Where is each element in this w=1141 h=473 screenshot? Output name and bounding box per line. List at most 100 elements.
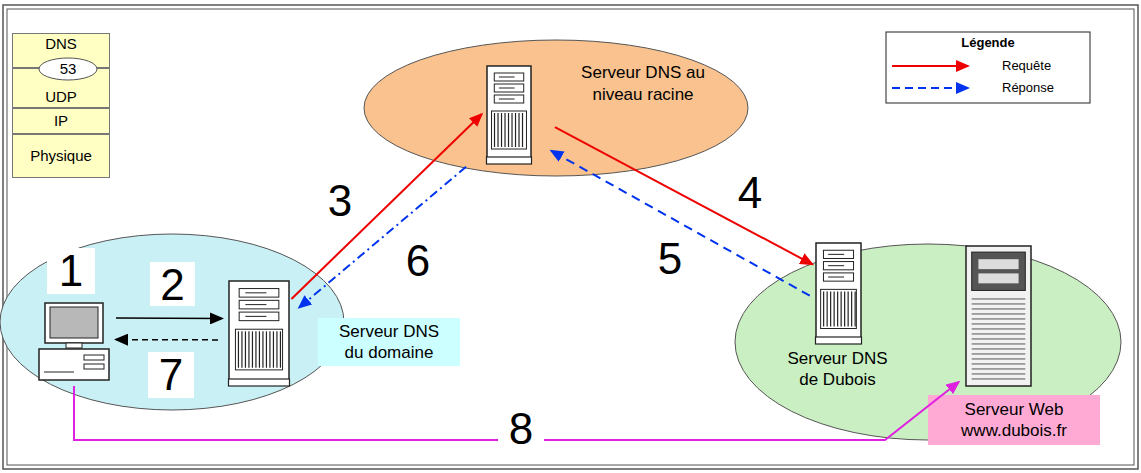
- vent-slat: [972, 328, 1026, 329]
- port-oval: 53: [38, 57, 98, 81]
- vent-slat: [238, 331, 239, 367]
- vent-slat: [972, 338, 1026, 339]
- vent-slat: [972, 353, 1026, 354]
- vent-slat: [841, 291, 842, 326]
- drive-bay: [494, 84, 523, 92]
- drive-bay: [494, 95, 523, 103]
- vent-slat: [972, 318, 1026, 319]
- vent-slat: [972, 298, 1026, 299]
- layer-name: IP: [54, 111, 68, 131]
- layer-name: DNS: [45, 34, 77, 54]
- legend-title: Légende: [888, 35, 1088, 50]
- monitor-stand: [66, 343, 82, 348]
- vent-slat: [511, 113, 512, 147]
- pc-icon: [38, 302, 110, 382]
- screen: [50, 307, 98, 338]
- protocol-layer: DNS53: [12, 33, 110, 68]
- vent-slat: [276, 331, 277, 367]
- vent-slat: [494, 113, 495, 147]
- port-ellipse: [39, 58, 97, 80]
- web-icon: [965, 245, 1032, 387]
- server-icon: [815, 242, 862, 345]
- vent-slat: [269, 331, 270, 367]
- drive-bay: [823, 262, 853, 270]
- server-label: Serveur DNS de Dubois: [760, 348, 915, 390]
- legend-text: Réponse: [1002, 80, 1054, 96]
- vent-panel: [235, 329, 282, 370]
- vent-slat: [972, 323, 1026, 324]
- message-arrow: [116, 339, 218, 341]
- vent-slat: [504, 113, 505, 147]
- drive-bay: [978, 259, 1018, 269]
- vent-slat: [255, 331, 256, 367]
- legend-sample: [892, 59, 1002, 73]
- drive-bay: [239, 312, 279, 321]
- vent-slat: [972, 368, 1026, 369]
- vent-slat: [972, 333, 1026, 334]
- vent-slat: [972, 308, 1026, 309]
- web-server: Serveur Web www.dubois.fr: [965, 245, 1032, 387]
- step-number: 5: [648, 236, 692, 282]
- message-arrow: [291, 114, 481, 299]
- server-icon: [486, 65, 532, 165]
- server-label: Serveur Web www.dubois.fr: [928, 395, 1100, 445]
- computer-case: [39, 349, 109, 380]
- drive-panel: [972, 252, 1026, 290]
- vent-slat: [522, 113, 523, 147]
- drive-slot: [499, 77, 515, 78]
- drive-bay: [494, 73, 523, 81]
- drive-slot: [499, 88, 515, 89]
- vent-slat: [855, 291, 856, 326]
- vent-slat: [501, 113, 502, 147]
- vent-slat: [497, 113, 498, 147]
- drive-slot: [84, 355, 104, 360]
- vent-slat: [972, 373, 1026, 374]
- step-number: 4: [730, 170, 770, 214]
- drive-slot: [245, 316, 266, 317]
- server-base: [487, 157, 532, 164]
- drive-slot: [245, 304, 266, 305]
- message-arrow: [116, 317, 222, 319]
- vent-slat: [972, 348, 1026, 349]
- vent-slat: [834, 291, 835, 326]
- drive-bay: [239, 289, 279, 298]
- legend-line: [892, 65, 968, 67]
- vent-slat: [515, 113, 516, 147]
- vent-slat: [972, 343, 1026, 344]
- root-zone: [364, 40, 748, 176]
- vent-slat: [848, 291, 849, 326]
- drive-bay: [978, 273, 1018, 283]
- server-base: [816, 337, 862, 344]
- vent-slat: [245, 331, 246, 367]
- protocol-layer: Physique: [12, 134, 110, 178]
- vent-slat: [827, 291, 828, 326]
- port-number: 53: [60, 59, 77, 79]
- root-dns-server: Serveur DNS au niveau racine: [486, 65, 532, 165]
- legend-box: [886, 32, 1090, 103]
- server-label: Serveur DNS au niveau racine: [568, 62, 718, 106]
- server-label: Serveur DNS du domaine: [318, 318, 460, 366]
- drive-slot: [828, 277, 844, 278]
- vent-slat: [972, 313, 1026, 314]
- layer-name: Physique: [30, 146, 92, 166]
- vent-slat: [972, 358, 1026, 359]
- vent-slat: [823, 291, 824, 326]
- vent-slat: [280, 331, 281, 367]
- vent-slat: [830, 291, 831, 326]
- vent-slat: [508, 113, 509, 147]
- drive-slot: [499, 99, 515, 100]
- step-number: 6: [396, 238, 440, 284]
- vent-slat: [248, 331, 249, 367]
- vent-slat: [518, 113, 519, 147]
- vent-slat: [972, 363, 1026, 364]
- drive-slot: [828, 254, 844, 255]
- dubois-dns-server: Serveur DNS de Dubois: [815, 242, 862, 345]
- legend-text: Requête: [1002, 58, 1051, 74]
- case-line: [44, 372, 74, 373]
- drive-slot: [245, 292, 266, 293]
- server-case: [816, 243, 861, 338]
- layer-name: UDP: [45, 87, 77, 107]
